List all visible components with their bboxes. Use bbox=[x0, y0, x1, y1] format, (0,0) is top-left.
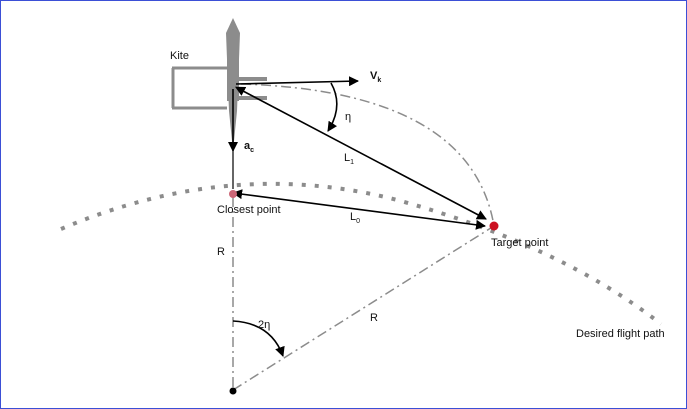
target-point-label: Target point bbox=[491, 237, 548, 249]
closest-point-marker bbox=[229, 190, 237, 198]
two-eta-angle-arc bbox=[232, 320, 285, 357]
desired-flight-path-curve bbox=[60, 181, 663, 326]
construction-lines bbox=[232, 83, 495, 391]
circle-center-point bbox=[229, 387, 237, 395]
l1-label: L1 bbox=[344, 152, 354, 166]
eta-label: η bbox=[345, 111, 351, 123]
eta-angle-arc bbox=[327, 82, 338, 132]
l0-label: L0 bbox=[350, 211, 360, 225]
closest-point-label: Closest point bbox=[217, 204, 281, 216]
ac-label: ac bbox=[244, 140, 254, 154]
kite-label: Kite bbox=[170, 50, 189, 62]
desired-flight-path-label: Desired flight path bbox=[576, 328, 665, 340]
vk-label: Vk bbox=[370, 70, 381, 84]
kite-shape bbox=[171, 18, 267, 189]
l0-arrow bbox=[232, 189, 486, 230]
r-right-label: R bbox=[370, 312, 378, 324]
r-left-label: R bbox=[217, 246, 225, 258]
target-point-marker bbox=[489, 221, 499, 231]
vk-arrow bbox=[235, 76, 359, 87]
radius-line-diagonal bbox=[232, 225, 495, 391]
two-eta-label: 2η bbox=[258, 319, 270, 331]
